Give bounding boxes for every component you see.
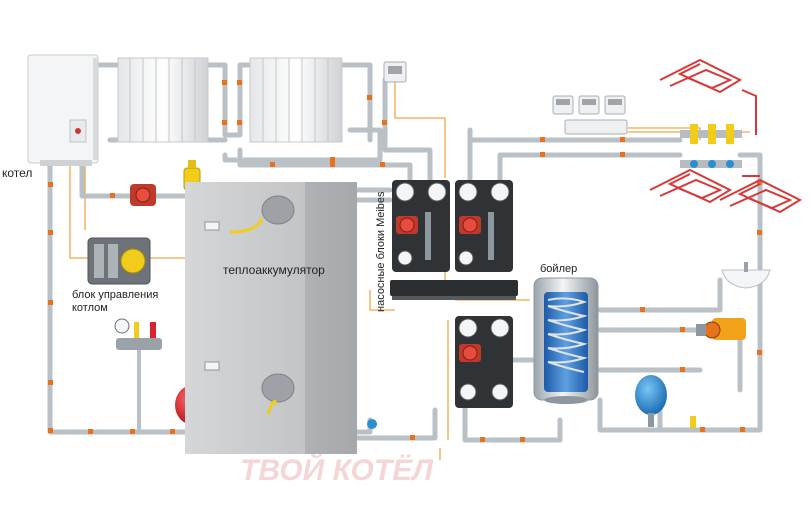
hydraulic-manifold	[390, 280, 518, 296]
gas-boiler	[27, 54, 99, 166]
label-boiler: котел	[2, 166, 32, 180]
pump-group-1	[392, 180, 450, 272]
wash-basin-icon	[721, 262, 771, 289]
mixer-tap-icon	[696, 318, 746, 340]
label-pump-blocks: насосные блоки Meibes	[375, 191, 387, 312]
safety-group-icon	[114, 318, 162, 432]
label-water-heater: бойлер	[540, 263, 577, 275]
floor-heating-manifold	[680, 124, 742, 168]
pump-group-2	[455, 180, 513, 272]
drain-valve-icon	[367, 419, 377, 429]
pump-group-3	[455, 316, 513, 408]
label-accumulator: теплоаккумулятор	[223, 263, 325, 277]
circulation-pump-icon	[130, 184, 156, 206]
underfloor-heating-loops	[649, 58, 803, 214]
radiator-left	[117, 57, 209, 143]
watermark-text: ТВОЙ КОТЁЛ	[240, 452, 434, 487]
manifold-edge	[392, 296, 516, 300]
expansion-tank-blue-icon	[635, 375, 696, 428]
water-heater-boiler	[533, 277, 599, 404]
label-control-line2: котлом	[72, 302, 108, 314]
room-thermostat-icon	[383, 61, 407, 83]
boiler-control-unit-icon	[87, 237, 151, 285]
floor-thermostats	[552, 95, 628, 135]
heat-accumulator-tank	[185, 182, 357, 454]
radiator-right	[249, 57, 343, 143]
label-control-line1: блок управления	[72, 289, 158, 301]
